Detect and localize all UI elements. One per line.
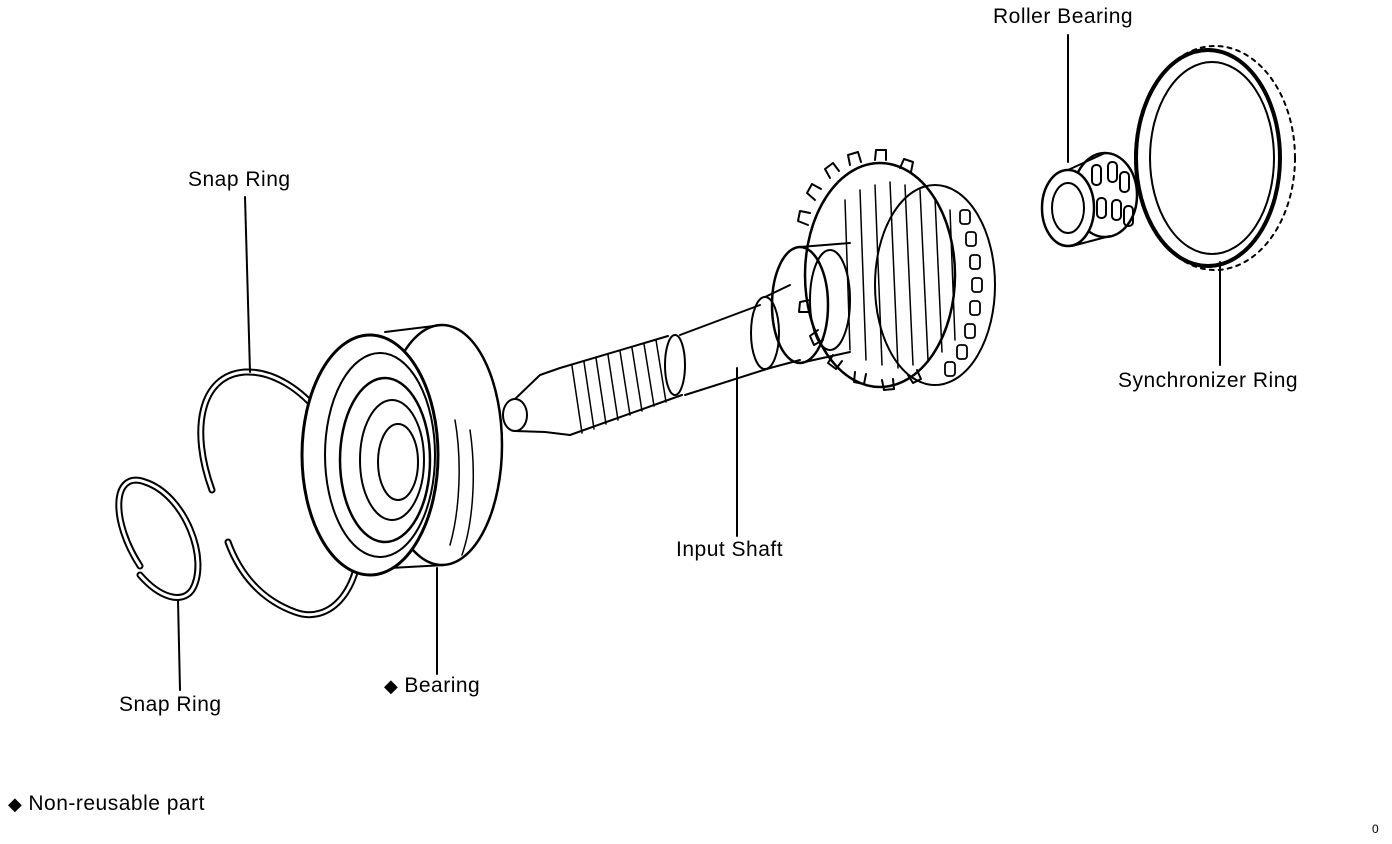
synchronizer-ring-label: Synchronizer Ring [1118, 369, 1299, 392]
leader-lines [177, 34, 1221, 691]
legend-text: Non-reusable part [28, 792, 205, 815]
snap-ring-bottom-label: Snap Ring [119, 693, 222, 716]
ball-bearing [300, 323, 504, 577]
page-mark: 0 [1372, 822, 1379, 836]
roller-bearing-label: Roller Bearing [993, 5, 1134, 28]
legend-diamond-icon: ◆ [8, 794, 23, 814]
bearing-label: Bearing [404, 674, 481, 697]
snap-ring-small [115, 476, 202, 601]
input-shaft [502, 242, 851, 436]
roller-bearing [1040, 151, 1139, 248]
input-shaft-label: Input Shaft [676, 538, 784, 561]
non-reusable-diamond-icon: ◆ [384, 676, 399, 696]
synchronizer-ring [1134, 45, 1296, 271]
legend: ◆Non-reusable part [8, 792, 205, 816]
snap-ring-top-label: Snap Ring [188, 168, 291, 191]
gear [797, 149, 996, 391]
bearing-label-group: ◆Bearing [384, 674, 480, 698]
